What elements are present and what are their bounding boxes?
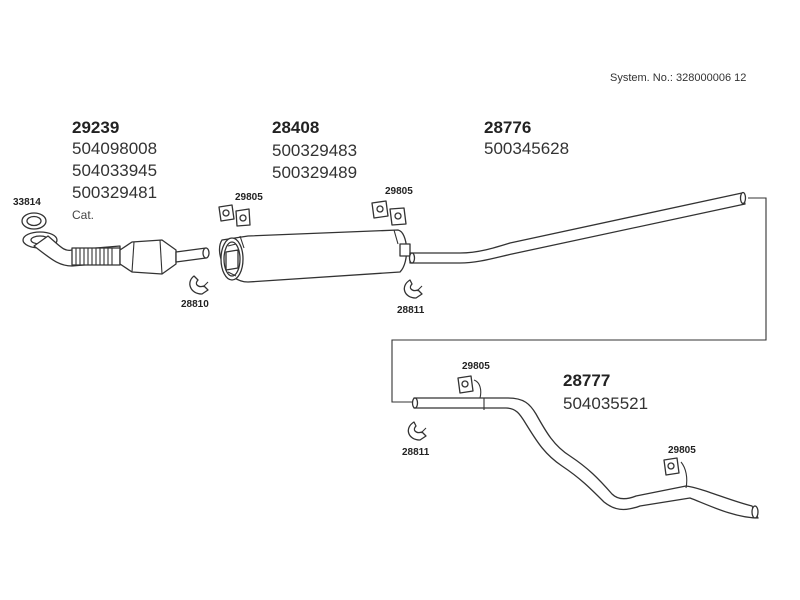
callout-clamp-front[interactable]: 28810 [181,299,209,310]
part-number-29239[interactable]: 29239 [72,118,120,137]
alternate-part-number: 500329489 [272,163,358,182]
part-number-28776[interactable]: 28776 [484,118,532,137]
alternate-part-number: 504098008 [72,139,158,158]
clamp-rear-icon[interactable] [407,421,427,441]
rear-pipe[interactable] [411,397,759,519]
callout-clamp-mid[interactable]: 28811 [397,305,425,316]
hanger-rubber-icon[interactable] [371,200,407,226]
alternate-part-number: 500329481 [72,183,158,202]
continuation-line [391,197,767,403]
alternate-part-number: 504035521 [563,394,649,413]
hanger-rubber-icon[interactable] [457,375,482,399]
callout-gasket[interactable]: 33814 [13,197,41,208]
part-number-28408[interactable]: 28408 [272,118,320,137]
clamp-front-icon[interactable] [189,275,209,295]
alternate-part-number: 504033945 [72,161,158,180]
callout-hanger[interactable]: 29805 [385,186,413,197]
callout-clamp-rear[interactable]: 28811 [402,447,430,458]
front-pipe-catalytic-converter[interactable] [22,231,210,275]
gasket-ring-icon[interactable] [21,212,47,230]
catalyst-note: Cat. [72,208,95,222]
intermediate-pipe[interactable] [408,191,747,264]
clamp-mid-icon[interactable] [403,279,423,299]
middle-muffler[interactable] [218,229,411,283]
callout-hanger[interactable]: 29805 [668,445,696,456]
system-number: System. No.: 328000006 12 [610,72,747,84]
part-number-28777[interactable]: 28777 [563,371,611,390]
alternate-part-number: 500329483 [272,141,358,160]
alternate-part-number: 500345628 [484,139,570,158]
hanger-rubber-icon[interactable] [218,204,251,227]
hanger-rubber-icon[interactable] [663,457,688,489]
callout-hanger[interactable]: 29805 [235,192,263,203]
callout-hanger[interactable]: 29805 [462,361,490,372]
